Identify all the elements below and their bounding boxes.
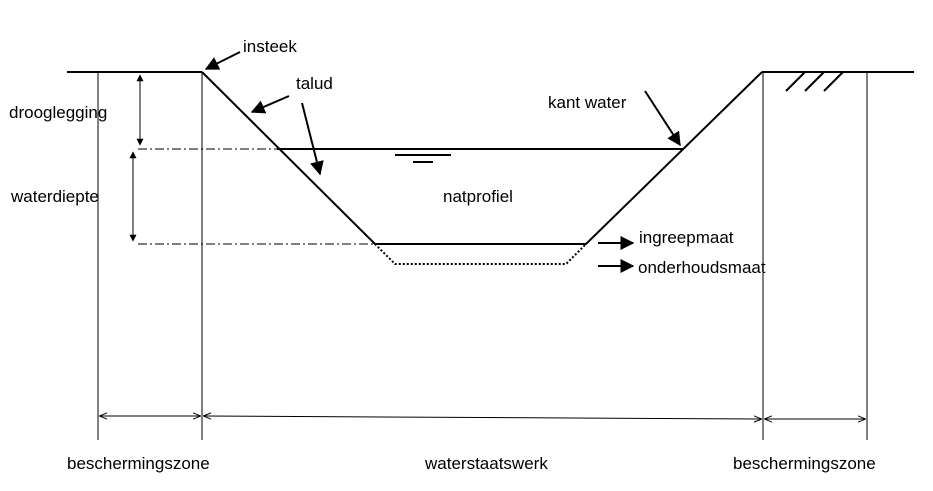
waterdiepte-label: waterdiepte xyxy=(10,187,99,206)
maintenance-profile-dotted xyxy=(374,243,587,265)
ingreepmaat-label: ingreepmaat xyxy=(639,228,734,247)
insteek-leader-arrow xyxy=(204,51,241,70)
insteek-label: insteek xyxy=(243,37,297,56)
natprofiel-label: natprofiel xyxy=(443,187,513,206)
talud-label: talud xyxy=(296,74,333,93)
waterstaatswerk-dimension-arrow xyxy=(204,416,761,419)
beschermingszone-right-label: beschermingszone xyxy=(733,454,876,473)
onderhoudsmaat-label: onderhoudsmaat xyxy=(638,258,766,277)
kant-water-leader-arrow xyxy=(644,90,681,147)
ground-hatching xyxy=(785,71,844,92)
talud-leader-arrow-2 xyxy=(301,102,324,176)
kant-water-label: kant water xyxy=(548,93,627,112)
drooglegging-label: drooglegging xyxy=(9,103,107,122)
beschermingszone-left-label: beschermingszone xyxy=(67,454,210,473)
waterstaatswerk-label: waterstaatswerk xyxy=(424,454,548,473)
water-level-symbol xyxy=(395,154,451,163)
canal-profile xyxy=(201,71,763,245)
talud-leader-arrow-1 xyxy=(250,95,290,114)
